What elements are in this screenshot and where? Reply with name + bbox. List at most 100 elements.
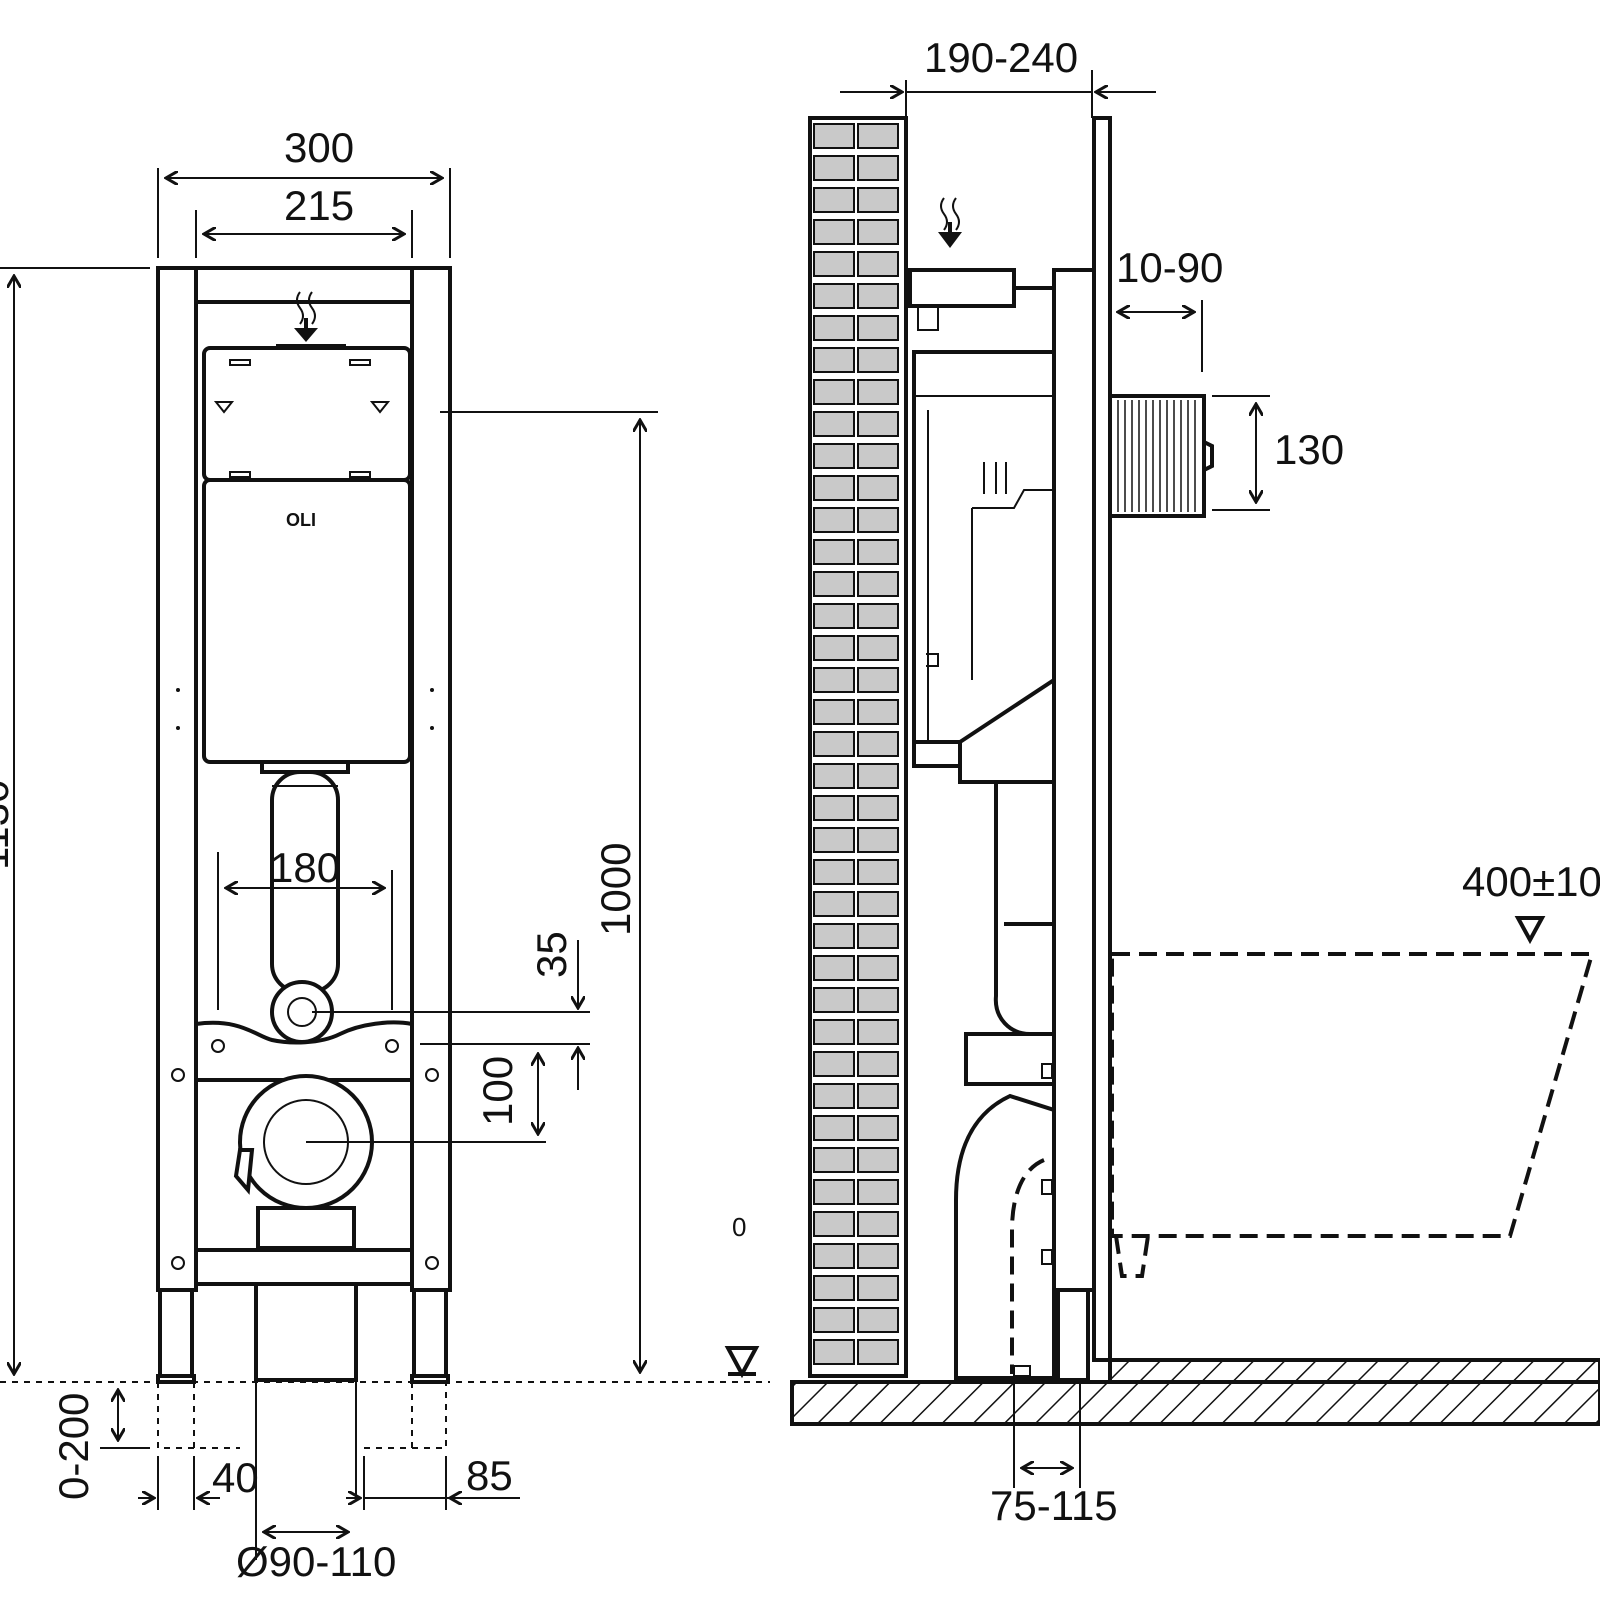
- brick: [857, 699, 899, 725]
- brick: [857, 411, 899, 437]
- brick: [813, 1243, 855, 1269]
- frame-top-rail: [194, 266, 414, 304]
- brick: [857, 283, 899, 309]
- leg-foot-left: [156, 1374, 196, 1384]
- post-hole-r2: [425, 1256, 439, 1270]
- brand-logo: OLI: [286, 510, 316, 530]
- brick: [813, 251, 855, 277]
- brick: [813, 315, 855, 341]
- dim-0-200: 0-200: [50, 1393, 97, 1500]
- cistern-clip-tr: [349, 359, 371, 366]
- dim-1130: 1130: [0, 780, 17, 870]
- water-inlet-icon: [276, 291, 346, 348]
- brick: [813, 1147, 855, 1173]
- brick: [813, 923, 855, 949]
- flush-button-ribs: [1117, 400, 1196, 512]
- brick: [813, 219, 855, 245]
- floor-level-label: 0: [732, 1212, 746, 1242]
- frame-left-post: [156, 266, 198, 1292]
- post-dot-r2: [430, 726, 434, 730]
- wc-bowl-outline: [1110, 952, 1595, 1238]
- brick: [857, 1147, 899, 1173]
- brick: [857, 571, 899, 597]
- brick: [813, 123, 855, 149]
- brick: [857, 603, 899, 629]
- brick: [857, 1275, 899, 1301]
- leg-extension-left: [157, 1382, 240, 1449]
- brick: [813, 1019, 855, 1045]
- frame-foot-side: [1056, 1288, 1090, 1382]
- brick: [857, 731, 899, 757]
- frame-left-leg: [158, 1288, 194, 1380]
- brick: [857, 123, 899, 149]
- brick: [857, 667, 899, 693]
- brick: [857, 635, 899, 661]
- dim-300: 300: [284, 124, 354, 171]
- brick: [813, 827, 855, 853]
- cistern-clip-tl: [229, 359, 251, 366]
- post-hole-l1: [171, 1068, 185, 1082]
- brick: [857, 443, 899, 469]
- brick: [813, 379, 855, 405]
- brick: [813, 507, 855, 533]
- dim-75-115: 75-115: [990, 1482, 1118, 1529]
- dim-400: 400±10: [1462, 858, 1600, 905]
- dim-10-90: 10-90: [1116, 244, 1223, 291]
- brick: [857, 1211, 899, 1237]
- floor-finish: [1108, 1358, 1600, 1384]
- drain-pipe: [254, 1282, 358, 1382]
- brick: [857, 251, 899, 277]
- brick: [813, 1339, 855, 1365]
- brick: [857, 1115, 899, 1141]
- brick: [813, 475, 855, 501]
- wc-bowl-foot: [1114, 1235, 1150, 1278]
- brick: [813, 1083, 855, 1109]
- brick: [813, 955, 855, 981]
- brick: [857, 507, 899, 533]
- dim-130: 130: [1274, 426, 1344, 473]
- brick: [813, 667, 855, 693]
- post-hole-r1: [425, 1068, 439, 1082]
- brick: [857, 1243, 899, 1269]
- post-hole-l2: [171, 1256, 185, 1270]
- brick: [857, 539, 899, 565]
- dim-1000: 1000: [592, 843, 639, 936]
- cistern-top: [202, 346, 412, 482]
- drain-side: [954, 1093, 1056, 1380]
- brick: [857, 987, 899, 1013]
- brick: [857, 347, 899, 373]
- brick: [857, 1339, 899, 1365]
- brick: [813, 795, 855, 821]
- brick: [813, 635, 855, 661]
- brick: [813, 1275, 855, 1301]
- brick: [857, 155, 899, 181]
- side-bracket-hook: [917, 305, 939, 331]
- leg-extension-right: [364, 1382, 447, 1449]
- front-view: OLI: [0, 124, 770, 1585]
- dim-diameter: Ø90-110: [236, 1538, 396, 1585]
- brick: [813, 1051, 855, 1077]
- brick: [857, 1083, 899, 1109]
- brick: [813, 347, 855, 373]
- post-dot-r1: [430, 688, 434, 692]
- brick: [857, 379, 899, 405]
- dim-35: 35: [528, 931, 575, 978]
- brick: [813, 603, 855, 629]
- front-panel: [1092, 116, 1112, 1362]
- floor-level-marker: [724, 1346, 760, 1379]
- brick: [813, 443, 855, 469]
- flush-pipe-side: [993, 780, 1056, 1036]
- brick: [857, 219, 899, 245]
- brick: [813, 283, 855, 309]
- side-top-bracket: [908, 268, 1016, 308]
- brick: [813, 1211, 855, 1237]
- brick: [813, 987, 855, 1013]
- dim-190-240: 190-240: [924, 34, 1078, 81]
- post-dot-l1: [176, 688, 180, 692]
- side-view: 400±10 190-240 10-90 130 75-115: [790, 34, 1600, 1529]
- brick: [857, 891, 899, 917]
- cistern-clip-bl: [229, 471, 251, 478]
- cistern-clip-br: [349, 471, 371, 478]
- brick: [857, 795, 899, 821]
